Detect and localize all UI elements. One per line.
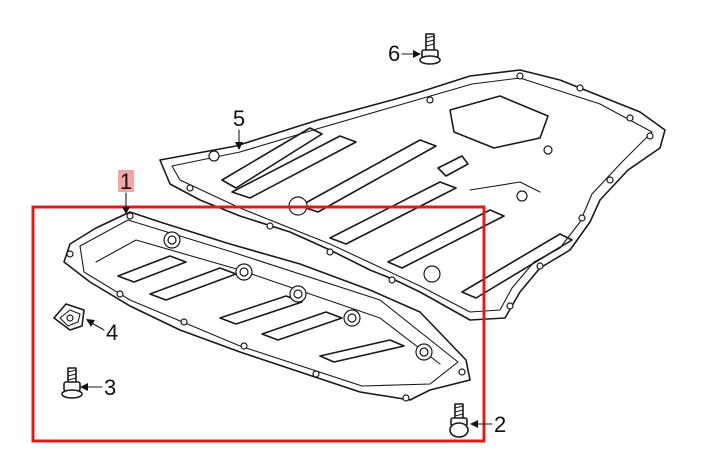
clip-part-4: [53, 303, 85, 331]
callout-2[interactable]: 2: [470, 412, 506, 437]
callout-1-highlight: [118, 170, 134, 192]
callout-3[interactable]: 3: [80, 375, 116, 400]
callout-4-label: 4: [106, 320, 118, 345]
callout-1[interactable]: 1: [118, 169, 134, 214]
callout-5-label: 5: [233, 106, 245, 131]
bolt-part-2: [449, 403, 469, 438]
boss-3: [289, 285, 307, 303]
boss-5: [415, 343, 433, 361]
callout-6[interactable]: 6: [388, 41, 421, 66]
front-under-cover-part-1: [63, 211, 471, 402]
callout-6-label: 6: [388, 41, 400, 66]
underbody-shield-part-5: [159, 69, 666, 321]
callout-4[interactable]: 4: [86, 319, 118, 345]
boss-1: [163, 231, 181, 249]
boss-4: [343, 309, 361, 327]
highlight-box: [31, 205, 486, 443]
callout-1-label: 1: [120, 169, 132, 194]
bolt-part-6: [419, 33, 441, 65]
callout-2-label: 2: [494, 412, 506, 437]
bolt-part-3: [61, 367, 83, 399]
callout-5[interactable]: 5: [233, 106, 245, 150]
boss-2: [235, 263, 253, 281]
callout-3-label: 3: [104, 375, 116, 400]
